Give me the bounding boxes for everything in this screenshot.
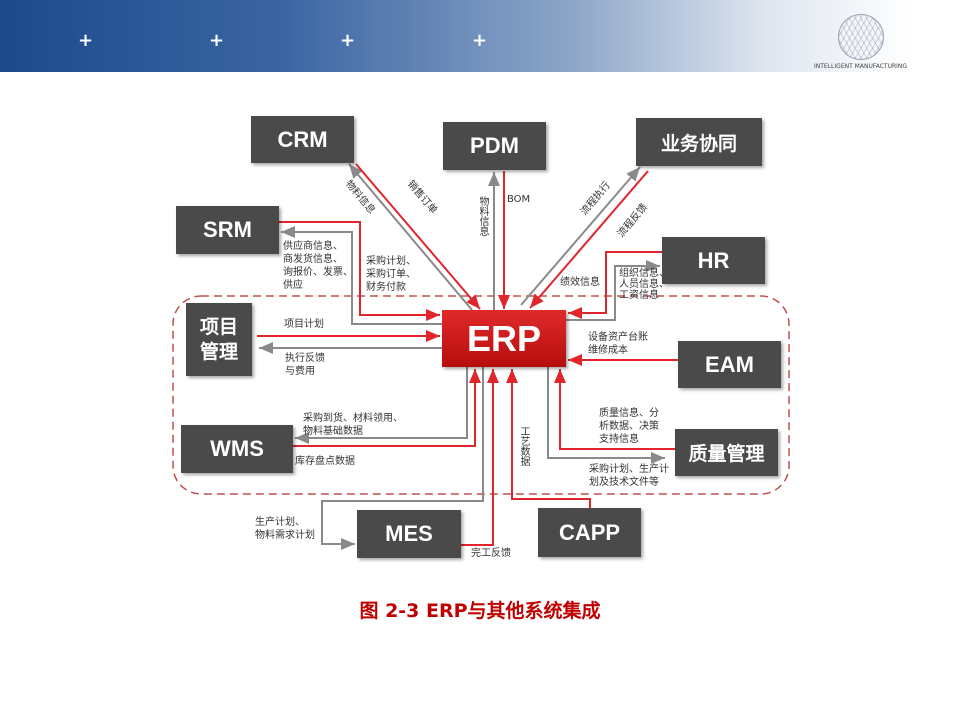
label-srm-supplier-info: 供应商信息、 商发货信息、 询报价、发票、 供应 bbox=[283, 241, 353, 291]
plus-mark: + bbox=[472, 30, 488, 51]
node-erp: ERP bbox=[442, 310, 566, 367]
label-project-feedback: 执行反馈 与费用 bbox=[285, 353, 325, 377]
node-quality-management: 质量管理 bbox=[675, 429, 778, 476]
label-srm-purchase: 采购计划、 采购订单、 财务付款 bbox=[366, 256, 416, 293]
label-quality-plan: 采购计划、生产计 划及技术文件等 bbox=[589, 464, 669, 488]
label-wms-inventory: 库存盘点数据 bbox=[295, 456, 355, 467]
node-capp: CAPP bbox=[538, 508, 641, 557]
logo-text: INTELLIGENT MANUFACTURING bbox=[814, 63, 908, 70]
label-pdm-bom: BOM bbox=[507, 194, 531, 205]
label-mes-plan: 生产计划、 物料需求计划 bbox=[255, 517, 315, 541]
node-pdm: PDM bbox=[443, 122, 546, 170]
slide-header-banner: + + + + bbox=[0, 0, 960, 72]
node-mes: MES bbox=[357, 510, 461, 558]
label-wms-arrival: 采购到货、材料领用、 物料基础数据 bbox=[303, 413, 403, 437]
node-crm: CRM bbox=[251, 116, 354, 163]
label-hr-performance: 绩效信息 bbox=[560, 277, 600, 288]
node-eam: EAM bbox=[678, 341, 781, 388]
label-pdm-material: 物料信息 bbox=[477, 196, 488, 236]
label-quality-info: 质量信息、分 析数据、决策 支持信息 bbox=[599, 408, 659, 445]
internal-systems-boundary bbox=[172, 295, 790, 495]
plus-mark: + bbox=[78, 30, 94, 51]
node-business-collaboration: 业务协同 bbox=[636, 118, 762, 166]
plus-mark: + bbox=[340, 30, 356, 51]
label-hr-org-info: 组织信息、 人员信息、 工资信息 bbox=[619, 268, 669, 301]
label-project-plan: 项目计划 bbox=[284, 319, 324, 330]
plus-mark: + bbox=[209, 30, 225, 51]
node-hr: HR bbox=[662, 237, 765, 284]
label-capp-process-data: 工艺数据 bbox=[518, 426, 529, 466]
figure-caption: 图 2-3 ERP与其他系统集成 bbox=[359, 600, 601, 622]
node-project-management: 项目 管理 bbox=[186, 303, 252, 376]
label-eam-info: 设备资产台账 维修成本 bbox=[588, 332, 648, 356]
node-srm: SRM bbox=[176, 206, 279, 254]
node-wms: WMS bbox=[181, 425, 293, 473]
label-mes-completion: 完工反馈 bbox=[471, 548, 511, 559]
globe-logo-icon bbox=[838, 14, 884, 60]
